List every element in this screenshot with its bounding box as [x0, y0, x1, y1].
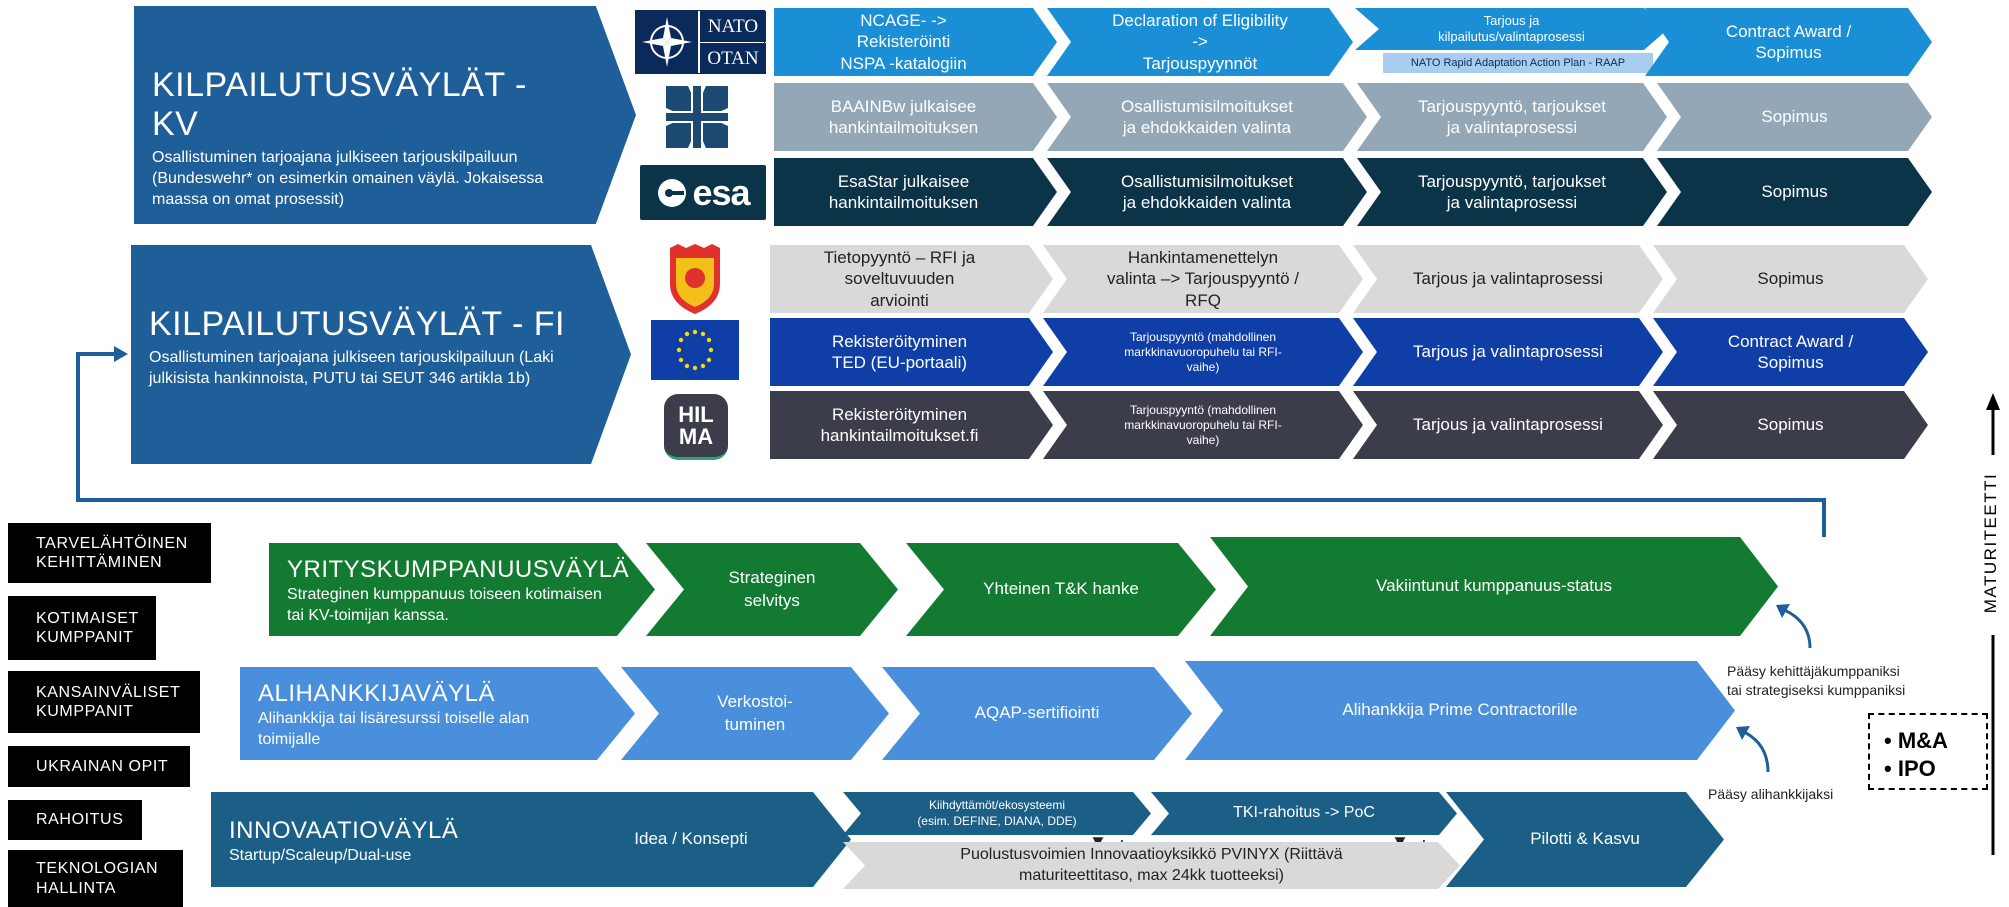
esa-logo: esa [640, 165, 766, 220]
fi-title: KILPAILUTUSVÄYLÄT - FI [149, 305, 565, 343]
tag-ukrainan-opit: UKRAINAN OPIT [8, 746, 190, 787]
ali-lane-header: ALIHANKKIJAVÄYLÄ Alihankkija tai lisäres… [240, 667, 635, 760]
esa-step-4: Sopimus [1657, 158, 1932, 226]
nato-step-2: Declaration of Eligibility -> Tarjouspyy… [1047, 8, 1353, 76]
esa-logo-text: esa [692, 171, 750, 213]
esa-mark-icon [658, 178, 687, 207]
yritys-step-2: Yhteinen T&K hanke [906, 543, 1216, 636]
eu-step-3: Tarjous ja valintaprosessi [1353, 318, 1663, 386]
subcontract-access-note: Pääsy alihankkijaksi [1708, 786, 1834, 802]
ali-step-3: Alihankkija Prime Contractorille [1185, 661, 1735, 760]
hilma-logo-text-1: HIL [678, 401, 714, 427]
kv-header: KILPAILUTUSVÄYLÄT - KV Osallistuminen ta… [134, 6, 636, 224]
yritys-step-1: Strateginen selvitys [646, 543, 898, 636]
kv-title: KILPAILUTUSVÄYLÄT - KV [152, 66, 527, 144]
hilma-step-2: Tarjouspyyntö (mahdollinen markkinavuoro… [1043, 391, 1363, 459]
tag-kotimaiset: KOTIMAISET KUMPPANIT [8, 596, 156, 660]
ali-title: ALIHANKKIJAVÄYLÄ [258, 680, 495, 707]
innovaatio-description: Startup/Scaleup/Dual-use [229, 847, 412, 865]
innovaatio-step-pilot: Pilotti & Kasvu [1446, 792, 1724, 887]
hilma-logo-text-2: MA [678, 423, 714, 449]
innovaatio-title: INNOVAATIOVÄYLÄ [229, 817, 459, 844]
ali-description: Alihankkija tai lisäresurssi toiselle al… [258, 710, 530, 749]
bundeswehr-step-2: Osallistumisilmoitukset ja ehdokkaiden v… [1047, 83, 1367, 151]
maturity-label: MATURITEETTI [1981, 472, 2000, 614]
bundeswehr-step-1: BAAINBw julkaisee hankintailmoituksen [774, 83, 1057, 151]
yritys-lane-header: YRITYSKUMPPANUUSVÄYLÄ Strateginen kumppa… [269, 543, 655, 636]
innovaatio-step-pvinyx: Puolustusvoimien Innovaatioyksikkö PVINY… [843, 842, 1460, 889]
otan-logo-text: OTAN [700, 43, 766, 74]
eu-step-1: Rekisteröityminen TED (EU-portaali) [770, 318, 1053, 386]
yritys-title: YRITYSKUMPPANUUSVÄYLÄ [287, 556, 630, 583]
exit-options-box: • M&A • IPO [1868, 713, 1988, 790]
exit-item-ipo: • IPO [1884, 755, 1936, 781]
eu-flag-icon [651, 320, 739, 380]
hilma-step-1: Rekisteröityminen hankintailmoitukset.fi [770, 391, 1053, 459]
finnish-defence-crest-icon [666, 244, 724, 314]
bundeswehr-cross-icon [666, 86, 728, 148]
feedback-arrowhead [114, 346, 128, 362]
innovaatio-step-tki: TKI-rahoitus -> PoC [1151, 792, 1457, 835]
fi-description: Osallistuminen tarjoajana julkiseen tarj… [149, 349, 554, 387]
tag-kansainvaliset: KANSAINVÄLISET KUMPPANIT [8, 671, 200, 733]
bundeswehr-step-4: Sopimus [1657, 83, 1932, 151]
esa-step-1: EsaStar julkaisee hankintailmoituksen [774, 158, 1057, 226]
nato-logo-text: NATO [700, 11, 766, 42]
nato-step-1: NCAGE- -> Rekisteröinti NSPA -katalogiin [774, 8, 1057, 76]
nato-step-3: Tarjous ja kilpailutus/valintaprosessi [1355, 8, 1668, 50]
esa-step-2: Osallistumisilmoitukset ja ehdokkaiden v… [1047, 158, 1367, 226]
yritys-description: Strateginen kumppanuus toiseen kotimaise… [287, 586, 602, 625]
finland-step-2: Hankintamenettelyn valinta –> Tarjouspyy… [1043, 245, 1363, 313]
yritys-step-3: Vakiintunut kumppanuus-status [1210, 537, 1778, 636]
strategic-curved-arrow [1779, 606, 1812, 649]
raap-note: NATO Rapid Adaptation Action Plan - RAAP [1383, 53, 1653, 73]
ali-step-1: Verkostoi- tuminen [621, 667, 889, 760]
tag-rahoitus: RAHOITUS [8, 800, 142, 840]
nato-compass-icon [642, 17, 692, 67]
exit-item-ma: • M&A [1884, 728, 1948, 753]
tag-tarvelahtoinen: TARVELÄHTÖINEN KEHITTÄMINEN [8, 523, 211, 583]
esa-step-3: Tarjouspyyntö, tarjoukset ja valintapros… [1357, 158, 1667, 226]
bundeswehr-step-3: Tarjouspyyntö, tarjoukset ja valintapros… [1357, 83, 1667, 151]
innovaatio-lane-header: INNOVAATIOVÄYLÄ Startup/Scaleup/Dual-use [211, 792, 573, 887]
eu-step-2: Tarjouspyyntö (mahdollinen markkinavuoro… [1043, 318, 1363, 386]
finland-step-1: Tietopyyntö – RFI ja soveltuvuuden arvio… [770, 245, 1053, 313]
nato-otan-logo: NATO OTAN [635, 10, 766, 74]
hilma-logo: HIL MA [664, 394, 728, 460]
nato-step-4: Contract Award / Sopimus [1645, 8, 1932, 76]
subcontract-curved-arrow [1739, 728, 1770, 773]
kv-description: Osallistuminen tarjoajana julkiseen tarj… [152, 149, 544, 208]
fi-header: KILPAILUTUSVÄYLÄT - FI Osallistuminen ta… [131, 245, 631, 464]
finland-step-3: Tarjous ja valintaprosessi [1353, 245, 1663, 313]
strategic-access-note: Pääsy kehittäjäkumppaniksi tai strategis… [1727, 663, 1906, 698]
ali-step-2: AQAP-sertifiointi [882, 667, 1192, 760]
eu-step-4: Contract Award / Sopimus [1653, 318, 1928, 386]
innovaatio-step-idea: Idea / Konsepti [531, 792, 851, 887]
tag-teknologian-hallinta: TEKNOLOGIAN HALLINTA [8, 850, 183, 907]
hilma-step-3: Tarjous ja valintaprosessi [1353, 391, 1663, 459]
innovaatio-step-accelerators: Kiihdyttämöt/ekosysteemi (esim. DEFINE, … [843, 792, 1151, 835]
hilma-step-4: Sopimus [1653, 391, 1928, 459]
finland-step-4: Sopimus [1653, 245, 1928, 313]
maturity-arrowhead [1986, 393, 2000, 410]
